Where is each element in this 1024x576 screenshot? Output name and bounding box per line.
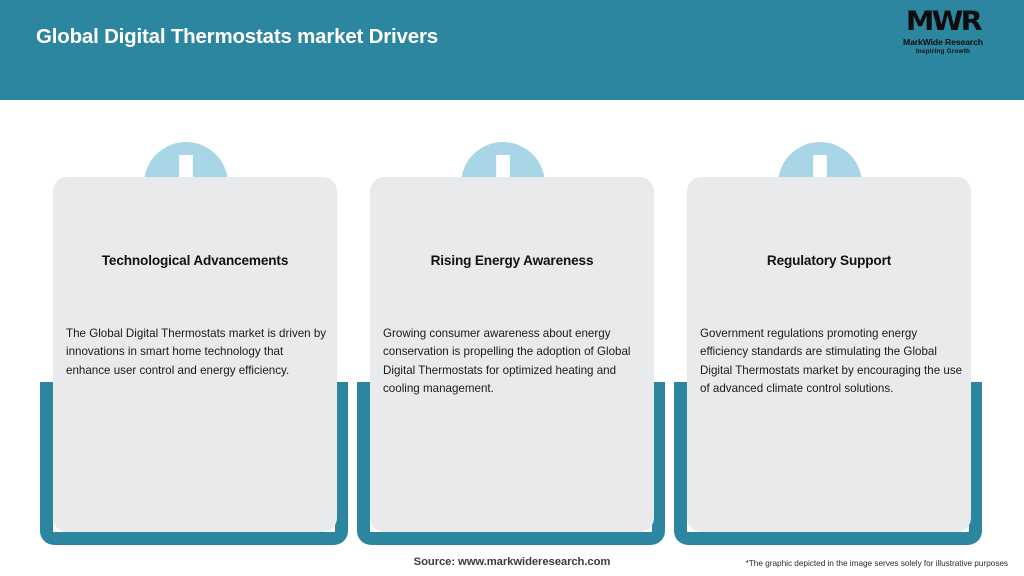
driver-card[interactable]: Regulatory Support Government regulation… bbox=[687, 177, 971, 532]
driver-group-1: Technological Advancements The Global Di… bbox=[40, 100, 358, 576]
driver-card-title: Technological Advancements bbox=[101, 253, 289, 268]
driver-card-body: The Global Digital Thermostats market is… bbox=[66, 327, 327, 377]
logo-monogram: MWR bbox=[905, 6, 983, 37]
driver-card-body: Government regulations promoting energy … bbox=[700, 327, 963, 396]
driver-group-3: Regulatory Support Government regulation… bbox=[674, 100, 992, 576]
brand-logo: MWR MarkWide Research Inspiring Growth bbox=[888, 8, 998, 55]
teal-bracket bbox=[40, 382, 348, 545]
driver-card-body: Growing consumer awareness about energy … bbox=[383, 327, 631, 396]
driver-card[interactable]: Rising Energy Awareness Growing consumer… bbox=[370, 177, 654, 532]
driver-card[interactable]: Technological Advancements The Global Di… bbox=[53, 177, 337, 532]
logo-tagline: Inspiring Growth bbox=[915, 47, 971, 55]
logo-company-name: MarkWide Research bbox=[903, 37, 983, 47]
page-header: Global Digital Thermostats market Driver… bbox=[0, 0, 1024, 100]
teal-bracket bbox=[357, 382, 665, 545]
driver-card-title: Rising Energy Awareness bbox=[430, 253, 594, 268]
driver-group-2: Rising Energy Awareness Growing consumer… bbox=[357, 100, 675, 576]
source-label: Source: www.markwideresearch.com bbox=[413, 556, 611, 568]
drivers-card-board: Technological Advancements The Global Di… bbox=[0, 100, 1024, 576]
driver-card-title: Regulatory Support bbox=[766, 253, 892, 268]
page-title: Global Digital Thermostats market Driver… bbox=[36, 25, 438, 48]
teal-bracket bbox=[674, 382, 982, 545]
disclaimer-note: *The graphic depicted in the image serve… bbox=[745, 558, 1008, 568]
